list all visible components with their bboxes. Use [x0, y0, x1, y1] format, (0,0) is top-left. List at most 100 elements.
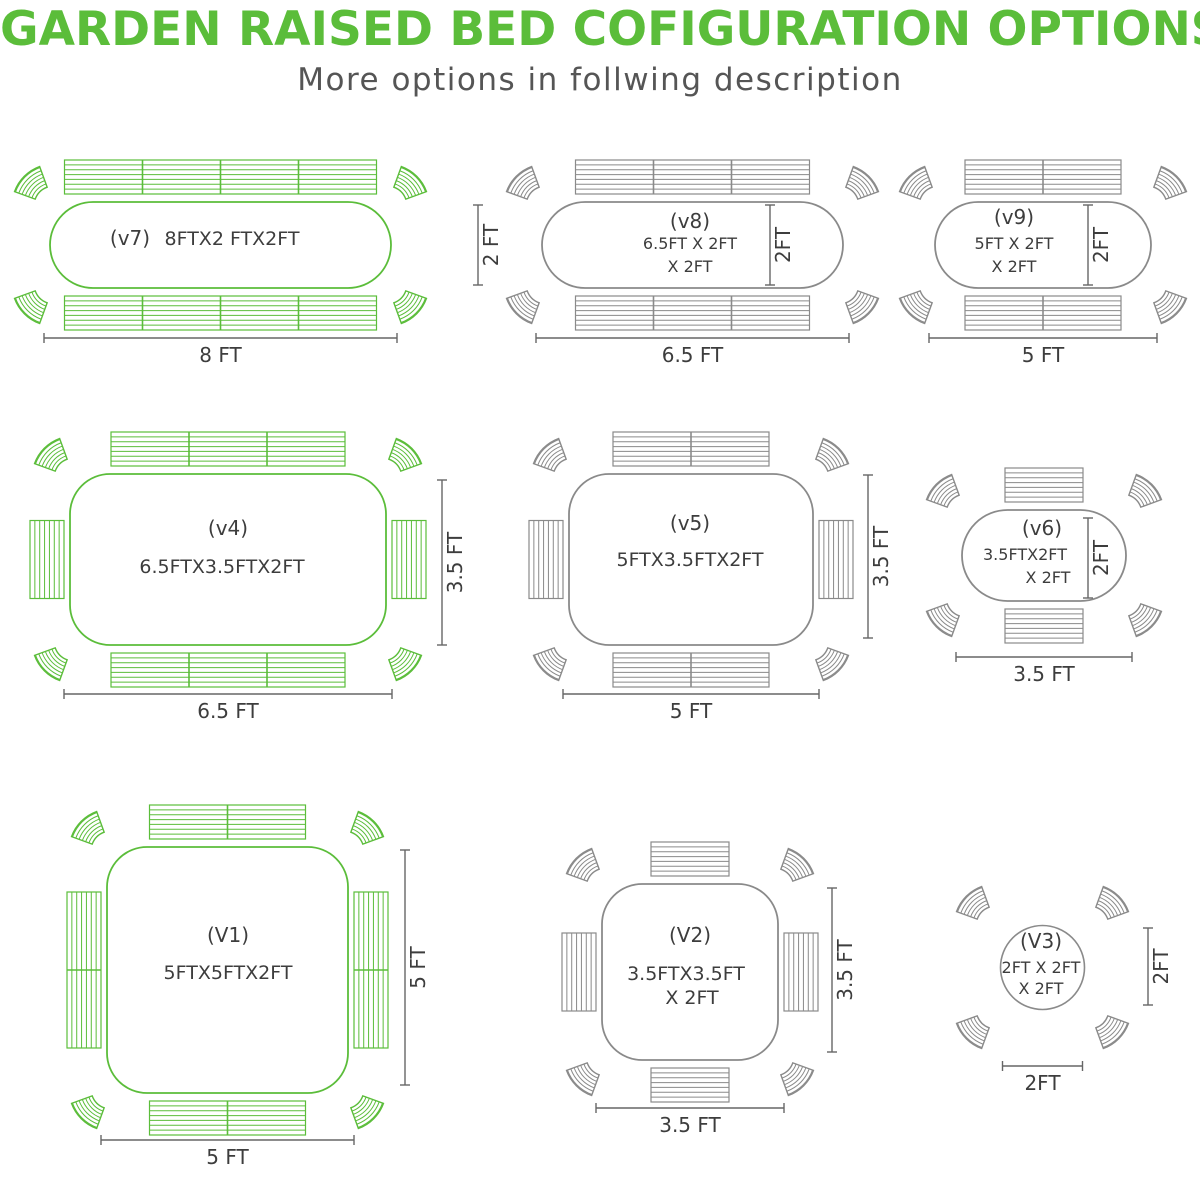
- v2-left-panels: [561, 932, 597, 1012]
- v2-dims-line: X 2FT: [665, 987, 719, 1009]
- v6-top-panels: [1004, 467, 1084, 503]
- v5-corner-pieces: [532, 437, 850, 682]
- v5-right-panels: [818, 519, 854, 600]
- v4-dimensions: 6.5 FT 3.5 FT: [63, 479, 467, 723]
- v4-bed-outline: [69, 473, 387, 646]
- v7-height-label: 2 FT: [479, 223, 503, 266]
- v3-dimensions: 2FT 2FT: [1001, 927, 1173, 1095]
- v4-right-panels: [391, 519, 427, 600]
- v8-bed-outline: [541, 201, 844, 289]
- config-v1: 5 FT 5 FT (V1) 5FTX5FTX2FT: [66, 804, 430, 1169]
- v4-corner-pieces: [33, 437, 423, 682]
- config-v6: 3.5 FT 2FT (v6) 3.5FTX2FT X 2FT: [925, 467, 1163, 686]
- v4-bottom-panels: [110, 652, 346, 688]
- v7-width-label: 8 FT: [199, 343, 242, 367]
- v7-dimensions: 8 FT 2 FT: [43, 204, 503, 367]
- v2-width-label: 3.5 FT: [659, 1113, 721, 1137]
- v9-bed-outline: [934, 201, 1152, 289]
- v2-corner-pieces: [565, 847, 815, 1097]
- v4-height-label: 3.5 FT: [443, 531, 467, 593]
- v9-label: (v9): [994, 205, 1034, 229]
- v3-label: (V3): [1020, 929, 1062, 953]
- config-v9: 5 FT 2FT (v9) 5FT X 2FT X 2FT: [898, 159, 1188, 367]
- v8-corner-pieces: [505, 165, 880, 325]
- v8-dims-line: X 2FT: [668, 257, 713, 276]
- v6-dims-line: X 2FT: [1026, 568, 1071, 587]
- v6-bed-outline: [961, 509, 1127, 602]
- v7-bottom-panels: [63, 295, 378, 331]
- v3-corner-pieces: [955, 885, 1130, 1050]
- v2-height-label: 3.5 FT: [833, 938, 857, 1000]
- v9-corner-pieces: [898, 165, 1188, 325]
- v1-dimensions: 5 FT 5 FT: [100, 849, 430, 1169]
- v7-top-panels: [63, 159, 378, 195]
- v1-height-label: 5 FT: [406, 945, 430, 988]
- v9-dims-line: 5FT X 2FT: [975, 234, 1054, 253]
- v6-width-label: 3.5 FT: [1013, 662, 1075, 686]
- v1-right-panels: [353, 891, 389, 1049]
- v4-label: (v4): [208, 516, 248, 540]
- config-v2: 3.5 FT 3.5 FT (V2) 3.5FTX3.5FTX 2FT: [561, 841, 857, 1137]
- v6-dims-line: 3.5FTX2FT: [983, 545, 1067, 564]
- v1-bed-outline: [106, 846, 349, 1094]
- v2-bottom-panels: [650, 1067, 730, 1103]
- v4-dims-line: 6.5FTX3.5FTX2FT: [139, 556, 305, 578]
- v8-bottom-panels: [574, 295, 811, 331]
- v1-top-panels: [148, 804, 307, 840]
- v8-width-label: 6.5 FT: [662, 343, 724, 367]
- v5-width-label: 5 FT: [670, 699, 713, 723]
- v1-label: (V1): [207, 923, 249, 947]
- v4-width-label: 6.5 FT: [197, 699, 259, 723]
- v9-bottom-panels: [964, 295, 1122, 331]
- v9-width-label: 5 FT: [1022, 343, 1065, 367]
- v8-label: (v8): [670, 209, 710, 233]
- v1-corner-pieces: [70, 810, 385, 1130]
- v5-bottom-panels: [612, 652, 770, 688]
- v2-top-panels: [650, 841, 730, 877]
- v9-dimensions: 5 FT 2FT: [928, 204, 1158, 367]
- v4-left-panels: [29, 519, 65, 600]
- v9-dims-line: X 2FT: [992, 257, 1037, 276]
- v3-dims-line: X 2FT: [1019, 979, 1064, 998]
- v8-height-label: 2FT: [771, 226, 795, 263]
- v5-dims-line: 5FTX3.5FTX2FT: [616, 549, 763, 571]
- v3-bed-outline: [999, 924, 1086, 1011]
- v8-top-panels: [574, 159, 811, 195]
- v3-dims-line: 2FT X 2FT: [1002, 958, 1081, 977]
- v3-width-label: 2FT: [1024, 1071, 1061, 1095]
- v6-dimensions: 3.5 FT 2FT: [955, 517, 1133, 686]
- v7-corner-pieces: [13, 165, 428, 325]
- v5-top-panels: [612, 431, 770, 467]
- v5-dimensions: 5 FT 3.5 FT: [562, 474, 893, 723]
- v7-label: (v7): [110, 226, 150, 250]
- v4-top-panels: [110, 431, 346, 467]
- config-v8: 6.5 FT 2FT (v8)6.5FT X 2FT X 2FT: [505, 159, 880, 367]
- v2-bed-outline: [601, 883, 779, 1061]
- v1-left-panels: [66, 891, 102, 1049]
- config-v4: 6.5 FT 3.5 FT (v4) 6.5FTX3.5FTX2FT: [29, 431, 467, 723]
- config-v3: 2FT 2FT (V3) 2FT X 2FT X 2FT: [955, 885, 1173, 1095]
- v6-height-label: 2FT: [1089, 539, 1113, 576]
- v1-dims-line: 5FTX5FTX2FT: [164, 962, 293, 984]
- v1-bottom-panels: [148, 1100, 307, 1136]
- config-v7: 8 FT 2 FT (v7) 8FTX2 FTX2FT: [13, 159, 503, 367]
- v7-dims-line: 8FTX2 FTX2FT: [165, 228, 300, 250]
- v5-height-label: 3.5 FT: [869, 525, 893, 587]
- v2-dimensions: 3.5 FT 3.5 FT: [595, 887, 857, 1137]
- v2-dims-line: 3.5FTX3.5FT: [627, 963, 745, 985]
- v5-left-panels: [528, 519, 564, 600]
- v8-dims-line: 6.5FT X 2FT: [643, 234, 737, 253]
- v6-label: (v6): [1022, 516, 1062, 540]
- page-title: GARDEN RAISED BED COFIGURATION OPTIONS: [0, 2, 1200, 57]
- v9-height-label: 2FT: [1089, 226, 1113, 263]
- v1-width-label: 5 FT: [206, 1145, 249, 1169]
- v5-label: (v5): [670, 511, 710, 535]
- v3-height-label: 2FT: [1149, 948, 1173, 985]
- v2-label: (V2): [669, 923, 711, 947]
- page-subtitle: More options in follwing description: [297, 62, 903, 98]
- v9-top-panels: [964, 159, 1122, 195]
- config-v5: 5 FT 3.5 FT (v5) 5FTX3.5FTX2FT: [528, 431, 893, 723]
- v6-bottom-panels: [1004, 608, 1084, 644]
- v2-right-panels: [783, 932, 819, 1012]
